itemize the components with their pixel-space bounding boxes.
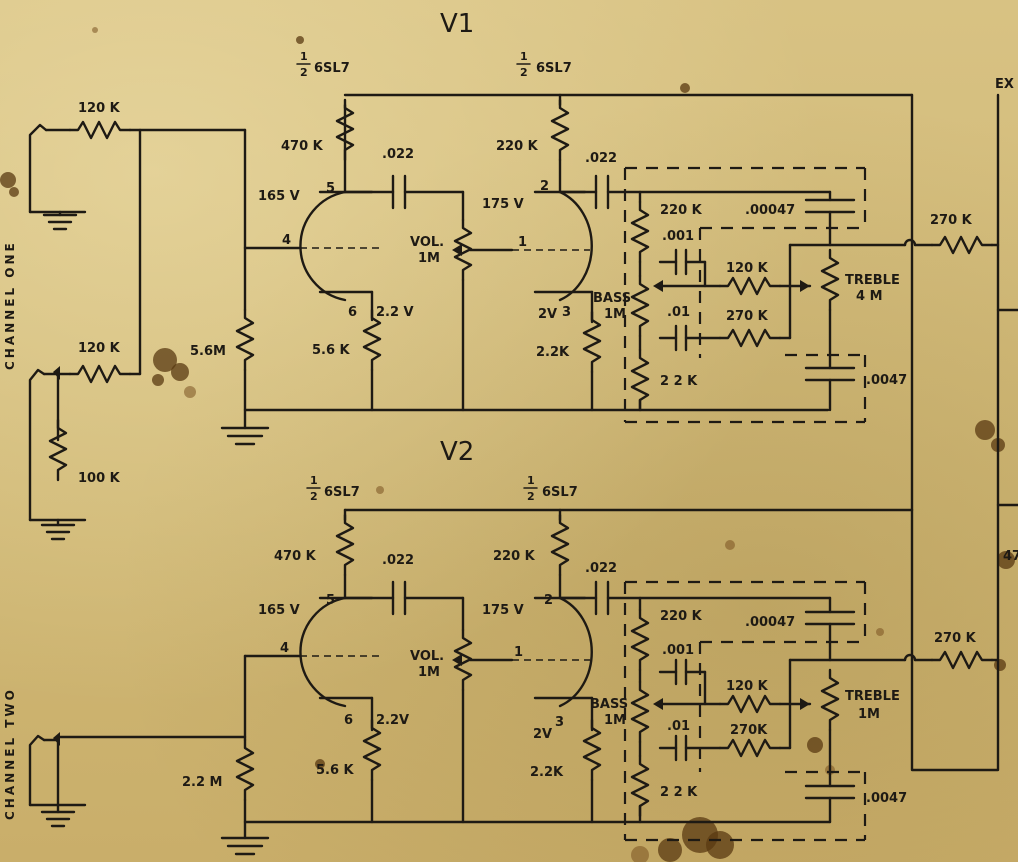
right-edge-wiring <box>910 93 1018 772</box>
v1-cap-couple-a-label: .022 <box>382 147 414 162</box>
svg-text:2: 2 <box>300 66 308 79</box>
v2-pin-5: 5 <box>326 593 335 608</box>
v2-pin-2: 2 <box>544 593 553 608</box>
v1-cap-tone-4-label: .0047 <box>866 373 907 388</box>
v1-bass-value: 1M <box>604 307 626 322</box>
v1-in-res-2-label: 120 K <box>78 341 121 356</box>
v2-pin-6: 6 <box>344 713 353 728</box>
v1-tone-res-bot-label: 2 2 K <box>660 374 698 389</box>
v2-bass-value: 1M <box>604 713 626 728</box>
edge-text: EX <box>995 77 1014 92</box>
v2-grid-res-label: 2.2 M <box>182 775 223 790</box>
v1-plate-v-a-label: 165 V <box>258 189 300 204</box>
v1-pin-1: 1 <box>518 235 527 250</box>
v1-tone-res-mid2-label: 270 K <box>726 309 769 324</box>
v2-plate-res-b-label: 220 K <box>493 549 536 564</box>
v2-treble-label: TREBLE <box>845 689 900 704</box>
v2-pin-3: 3 <box>555 715 564 730</box>
svg-text:1: 1 <box>527 474 535 487</box>
v1-in-res-3-label: 100 K <box>78 471 121 486</box>
v2-plate-v-a-label: 165 V <box>258 603 300 618</box>
stage-v2-label: V2 <box>440 437 474 467</box>
v2-vol-value: 1M <box>418 665 440 680</box>
v1-cap-tone-1-label: .00047 <box>745 203 795 218</box>
v1-treble-value: 4 M <box>856 289 883 304</box>
v2-vol-label: VOL. <box>410 649 444 664</box>
v1-cath-v-b-label: 2V <box>538 307 557 322</box>
svg-text:6SL7: 6SL7 <box>324 485 360 500</box>
v1-bass-label: BASS <box>593 291 631 306</box>
v2-cap-tone-2-label: .001 <box>662 643 694 658</box>
v2-cap-couple-b-label: .022 <box>585 561 617 576</box>
v1-tone-res-top-label: 220 K <box>660 203 703 218</box>
v1-plate-v-b-label: 175 V <box>482 197 524 212</box>
tube-label-v2b: 1 2 6SL7 <box>523 474 578 503</box>
svg-text:6SL7: 6SL7 <box>542 485 578 500</box>
v1-vol-value: 1M <box>418 251 440 266</box>
stage-v1-label: V1 <box>440 9 474 39</box>
v1-pin-3: 3 <box>562 305 571 320</box>
v2-cap-tone-3-label: .01 <box>667 719 690 734</box>
svg-text:6SL7: 6SL7 <box>314 61 350 76</box>
svg-text:1: 1 <box>310 474 318 487</box>
v2-cath-v-a-label: 2.2V <box>376 713 409 728</box>
edge-text-2: 47 <box>1003 549 1018 564</box>
v1-cap-couple-b-label: .022 <box>585 151 617 166</box>
v1-grid-res-label: 5.6M <box>190 344 226 359</box>
v1-cap-tone-2-label: .001 <box>662 229 694 244</box>
v1-plate-res-b-label: 220 K <box>496 139 539 154</box>
v2-plate-res-a-label: 470 K <box>274 549 317 564</box>
v2-pin-4: 4 <box>280 641 289 656</box>
svg-text:2: 2 <box>310 490 318 503</box>
v1-cath-res-a-label: 5.6 K <box>312 343 351 358</box>
tube-label-v2a: 1 2 6SL7 <box>306 474 360 503</box>
v2-cath-res-b-label: 2.2K <box>530 765 564 780</box>
v1-cath-v-a-label: 2.2 V <box>376 305 414 320</box>
v1-pin-4: 4 <box>282 233 291 248</box>
v1-plate-res-a-label: 470 K <box>281 139 324 154</box>
v2-cap-tone-4-label: .0047 <box>866 791 907 806</box>
channel-one-inputs: 120 K 120 K 100 K <box>28 101 247 541</box>
v1-pin-5: 5 <box>326 181 335 196</box>
v2-cap-tone-1-label: .00047 <box>745 615 795 630</box>
v2-tone-res-mid1-label: 120 K <box>726 679 769 694</box>
v2-tone-res-mid2-label: 270K <box>730 723 768 738</box>
v1-cath-res-b-label: 2.2K <box>536 345 570 360</box>
v1-in-res-1-label: 120 K <box>78 101 121 116</box>
v2-cap-couple-a-label: .022 <box>382 553 414 568</box>
v2-cath-v-b-label: 2V <box>533 727 552 742</box>
v2-stage: 2.2 M 470 K 165 V 5 4 6 2.2V 5.6 K .022 … <box>28 508 1000 856</box>
v1-tone-res-mid1-label: 120 K <box>726 261 769 276</box>
v2-bass-label: BASS <box>590 697 628 712</box>
v1-pin-2: 2 <box>540 179 549 194</box>
v1-vol-label: VOL. <box>410 235 444 250</box>
v2-cath-res-a-label: 5.6 K <box>316 763 355 778</box>
svg-text:1: 1 <box>300 50 308 63</box>
v2-out-res-label: 270 K <box>934 631 977 646</box>
v2-pin-1: 1 <box>514 645 523 660</box>
channel-one-label: CHANNEL ONE <box>3 240 17 370</box>
channel-two-label: CHANNEL TWO <box>3 687 17 820</box>
v2-tone-res-bot-label: 2 2 K <box>660 785 698 800</box>
v2-tone-res-top-label: 220 K <box>660 609 703 624</box>
v1-cap-tone-3-label: .01 <box>667 305 690 320</box>
v1-out-res-label: 270 K <box>930 213 973 228</box>
v1-treble-label: TREBLE <box>845 273 900 288</box>
svg-text:6SL7: 6SL7 <box>536 61 572 76</box>
svg-text:2: 2 <box>520 66 528 79</box>
tube-label-v1b: 1 2 6SL7 <box>516 50 572 79</box>
svg-text:1: 1 <box>520 50 528 63</box>
tube-label-v1a: 1 2 6SL7 <box>296 50 350 79</box>
v2-plate-v-b-label: 175 V <box>482 603 524 618</box>
v2-treble-value: 1M <box>858 707 880 722</box>
svg-text:2: 2 <box>527 490 535 503</box>
v1-pin-6: 6 <box>348 305 357 320</box>
v1-stage: 5.6M 470 K 165 V 5 4 6 2.2 V 5.6 K .022 <box>190 93 1000 512</box>
